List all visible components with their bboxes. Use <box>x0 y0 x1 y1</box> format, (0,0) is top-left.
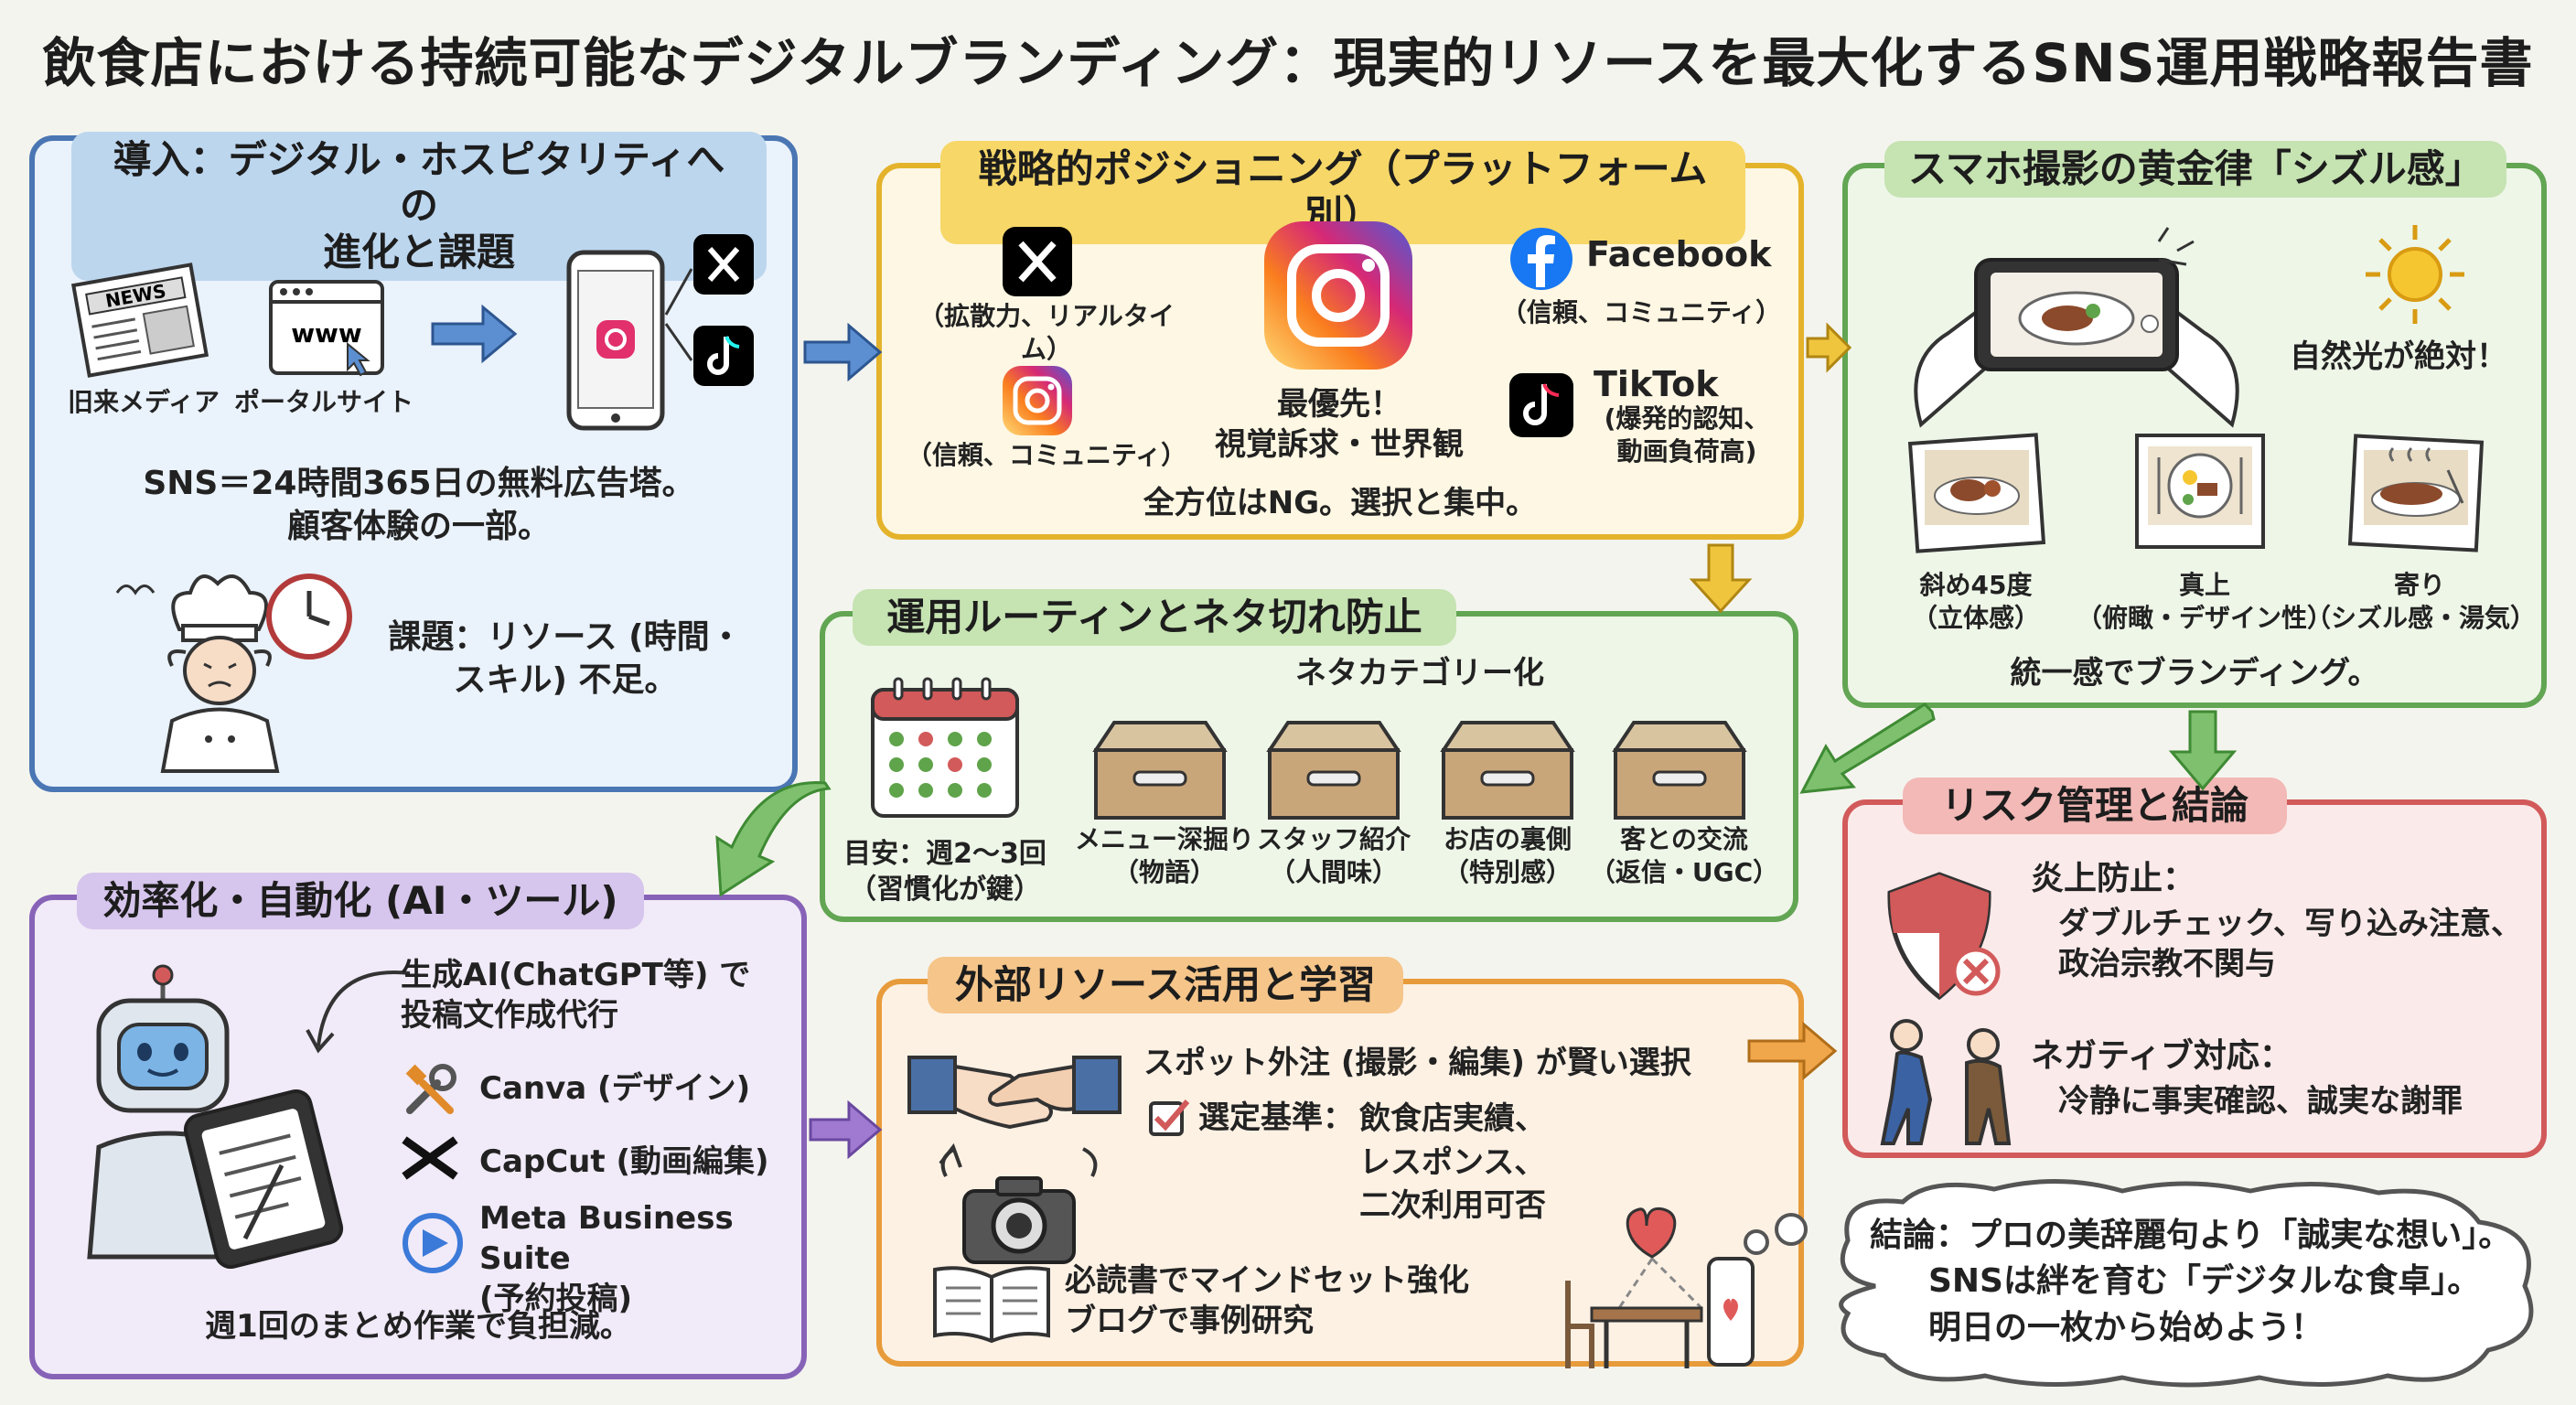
spot-outsourcing-text: スポット外注 (撮影・編集) が賢い選択 <box>1143 1045 1691 1081</box>
arrow-efficiency-to-external <box>809 1099 883 1160</box>
sun-icon <box>2366 225 2464 324</box>
category-backstage: お店の裏側（特別感） <box>1443 824 1572 888</box>
conclusion-text: 結論：プロの美辞麗句より「誠実な想い」。 SNSは絆を育む「デジタルな食卓」。 … <box>1870 1217 2512 1346</box>
risk-panel: リスク管理と結論 炎上防止： ダブルチェック、写り込み注意、 政治宗教不関与 ネ… <box>1842 778 2547 1158</box>
arrow-strategy-to-photo <box>1806 322 1852 373</box>
hands-phone-photo-icon <box>1914 227 2239 428</box>
angle-45-label: 斜め45度（立体感） <box>1911 570 2040 634</box>
thought-bubble-dots <box>1744 1213 1808 1255</box>
smartphone-icon <box>566 250 665 431</box>
efficiency-heading: 効率化・自動化 (AI・ツール) <box>77 873 644 930</box>
routine-heading: 運用ルーティンとネタ切れ防止 <box>853 589 1456 647</box>
ai-writing-text: 生成AI(ChatGPT等) で 投稿文作成代行 <box>401 957 751 1035</box>
page-title: 飲食店における持続可能なデジタルブランディング：現実的リソースを最大化するSNS… <box>42 32 2534 94</box>
routine-panel: 運用ルーティンとネタ切れ防止 目安：週2〜3回 （習慣化が鍵） ネタカテゴリー化 <box>820 589 1798 922</box>
drawer-icon <box>1440 721 1575 820</box>
photo-angle-45-icon <box>1907 433 2046 553</box>
tiktok-logo-icon <box>1509 373 1573 437</box>
legacy-media-label: 旧来メディア <box>68 387 220 417</box>
drawer-icon <box>1266 721 1401 820</box>
handshake-icon <box>907 1056 1122 1130</box>
stressed-chef-icon <box>115 574 280 773</box>
newspaper-icon: NEWS <box>70 263 209 378</box>
instagram-small-icon <box>1003 366 1072 435</box>
capcut-label: CapCut (動画編集) <box>479 1143 769 1180</box>
svg-text:www: www <box>291 318 362 349</box>
sns-billboard-text: SNS＝24時間365日の無料広告塔。 顧客体験の一部。 <box>143 465 695 545</box>
connector-lines <box>664 268 693 361</box>
x-logo-icon <box>693 234 754 295</box>
drawer-icon <box>1092 721 1228 820</box>
drawer-icon <box>1612 721 1747 820</box>
tools-icon <box>405 1064 456 1114</box>
calendar-icon <box>871 677 1019 818</box>
tiktok-logo-icon <box>693 326 754 386</box>
risk-heading: リスク管理と結論 <box>1903 778 2287 835</box>
dining-table-heart-icon <box>1565 1207 1755 1368</box>
arrow-strategy-to-routine <box>1689 543 1753 614</box>
checkbox-icon <box>1149 1099 1190 1136</box>
instagram-small-description: （信頼、コミュニティ） <box>906 440 1187 470</box>
flame-prevention-title: 炎上防止： <box>2031 860 2196 897</box>
photo-heading: スマホ撮影の黄金律「シズル感」 <box>1884 141 2506 198</box>
meta-business-suite-icon <box>402 1213 463 1273</box>
arrow-intro-to-strategy <box>803 322 883 382</box>
strategy-panel: 戦略的ポジショニング（プラットフォーム別） （拡散力、リアルタイム） （信頼、コ… <box>876 141 1804 540</box>
criteria-label: 選定基準： <box>1198 1099 1354 1136</box>
negative-response-detail: 冷静に事実確認、誠実な謝罪 <box>2058 1083 2463 1120</box>
external-panel: 外部リソース活用と学習 スポット外注 (撮影・編集) が賢い選択 選定基準： 飲… <box>876 957 1804 1367</box>
instagram-priority-text: 最優先！ 視覚訴求・世界観 <box>1215 386 1464 464</box>
criteria-list: 飲食店実績、 レスポンス、 二次利用可否 <box>1359 1100 1546 1225</box>
efficiency-footer: 週1回のまとめ作業で負担減。 <box>205 1308 631 1345</box>
efficiency-panel: 効率化・自動化 (AI・ツール) 生成AI(ChatGPT等) で 投稿文作成代… <box>29 873 807 1379</box>
tiktok-description: (爆発的認知、 動画負荷高) <box>1604 403 1770 467</box>
shield-icon <box>1887 872 2001 1001</box>
strategy-footer: 全方位はNG。選択と集中。 <box>1143 485 1538 521</box>
intro-heading: 導入：デジタル・ホスピタリティへの 進化と課題 <box>71 132 767 282</box>
capcut-logo-icon <box>402 1136 458 1180</box>
clock-icon <box>266 574 352 660</box>
facebook-description: （信頼、コミュニティ） <box>1500 297 1782 327</box>
arrow-photo-to-risk <box>2168 710 2238 791</box>
conclusion-cloud <box>1839 1179 2534 1388</box>
arrow-photo-to-routine <box>1799 702 1936 794</box>
x-description: （拡散力、リアルタイム） <box>918 301 1175 365</box>
arrow-routine-to-efficiency <box>715 781 832 897</box>
resource-issue-text: 課題：リソース (時間・ スキル) 不足。 <box>388 618 743 699</box>
instagram-main-icon <box>1264 221 1412 370</box>
category-title: ネタカテゴリー化 <box>1295 655 1544 692</box>
arrow-external-to-risk <box>1747 1021 1838 1081</box>
category-interaction: 客との交流（返信・UGC） <box>1589 824 1779 888</box>
posting-frequency-text: 目安：週2〜3回 （習慣化が鍵） <box>843 838 1046 906</box>
external-heading: 外部リソース活用と学習 <box>928 957 1403 1014</box>
portal-site-label: ポータルサイト <box>234 387 414 417</box>
flame-prevention-detail: ダブルチェック、写り込み注意、 政治宗教不関与 <box>2058 906 2522 983</box>
category-staff: スタッフ紹介（人間味） <box>1256 824 1411 888</box>
meta-suite-label: Meta Business Suite (予約投稿) <box>479 1200 734 1318</box>
curved-arrow-icon <box>306 971 411 1054</box>
photo-footer: 統一感でブランディング。 <box>2010 655 2379 692</box>
canva-label: Canva (デザイン) <box>479 1070 751 1107</box>
bowing-people-icon <box>1880 1019 2012 1145</box>
tiktok-name: TikTok <box>1594 364 1719 404</box>
camera-icon <box>939 1142 1098 1264</box>
angle-top-label: 真上（俯瞰・デザイン性） <box>2077 570 2334 634</box>
learning-text: 必読書でマインドセット強化 ブログで事例研究 <box>1065 1262 1469 1340</box>
facebook-logo-icon <box>1510 228 1572 290</box>
photo-top-down-icon <box>2135 434 2265 549</box>
x-logo-icon <box>1003 227 1072 296</box>
arrow-right-icon <box>431 304 518 364</box>
photo-close-up-icon <box>2347 434 2485 552</box>
negative-response-title: ネガティブ対応： <box>2031 1037 2292 1075</box>
browser-icon: www <box>269 280 384 377</box>
open-book-icon <box>933 1266 1050 1344</box>
robot-icon <box>87 964 344 1270</box>
category-menu: メニュー深掘り（物語） <box>1074 824 1254 888</box>
photo-panel: スマホ撮影の黄金律「シズル感」 自然光が絶対！ <box>1842 141 2547 708</box>
intro-panel: 導入：デジタル・ホスピタリティへの 進化と課題 NEWS www 旧来メディア … <box>29 132 798 792</box>
natural-light-text: 自然光が絶対！ <box>2290 338 2507 375</box>
angle-close-label: 寄り（シズル感・湯気） <box>2305 570 2537 634</box>
facebook-name: Facebook <box>1586 234 1772 274</box>
